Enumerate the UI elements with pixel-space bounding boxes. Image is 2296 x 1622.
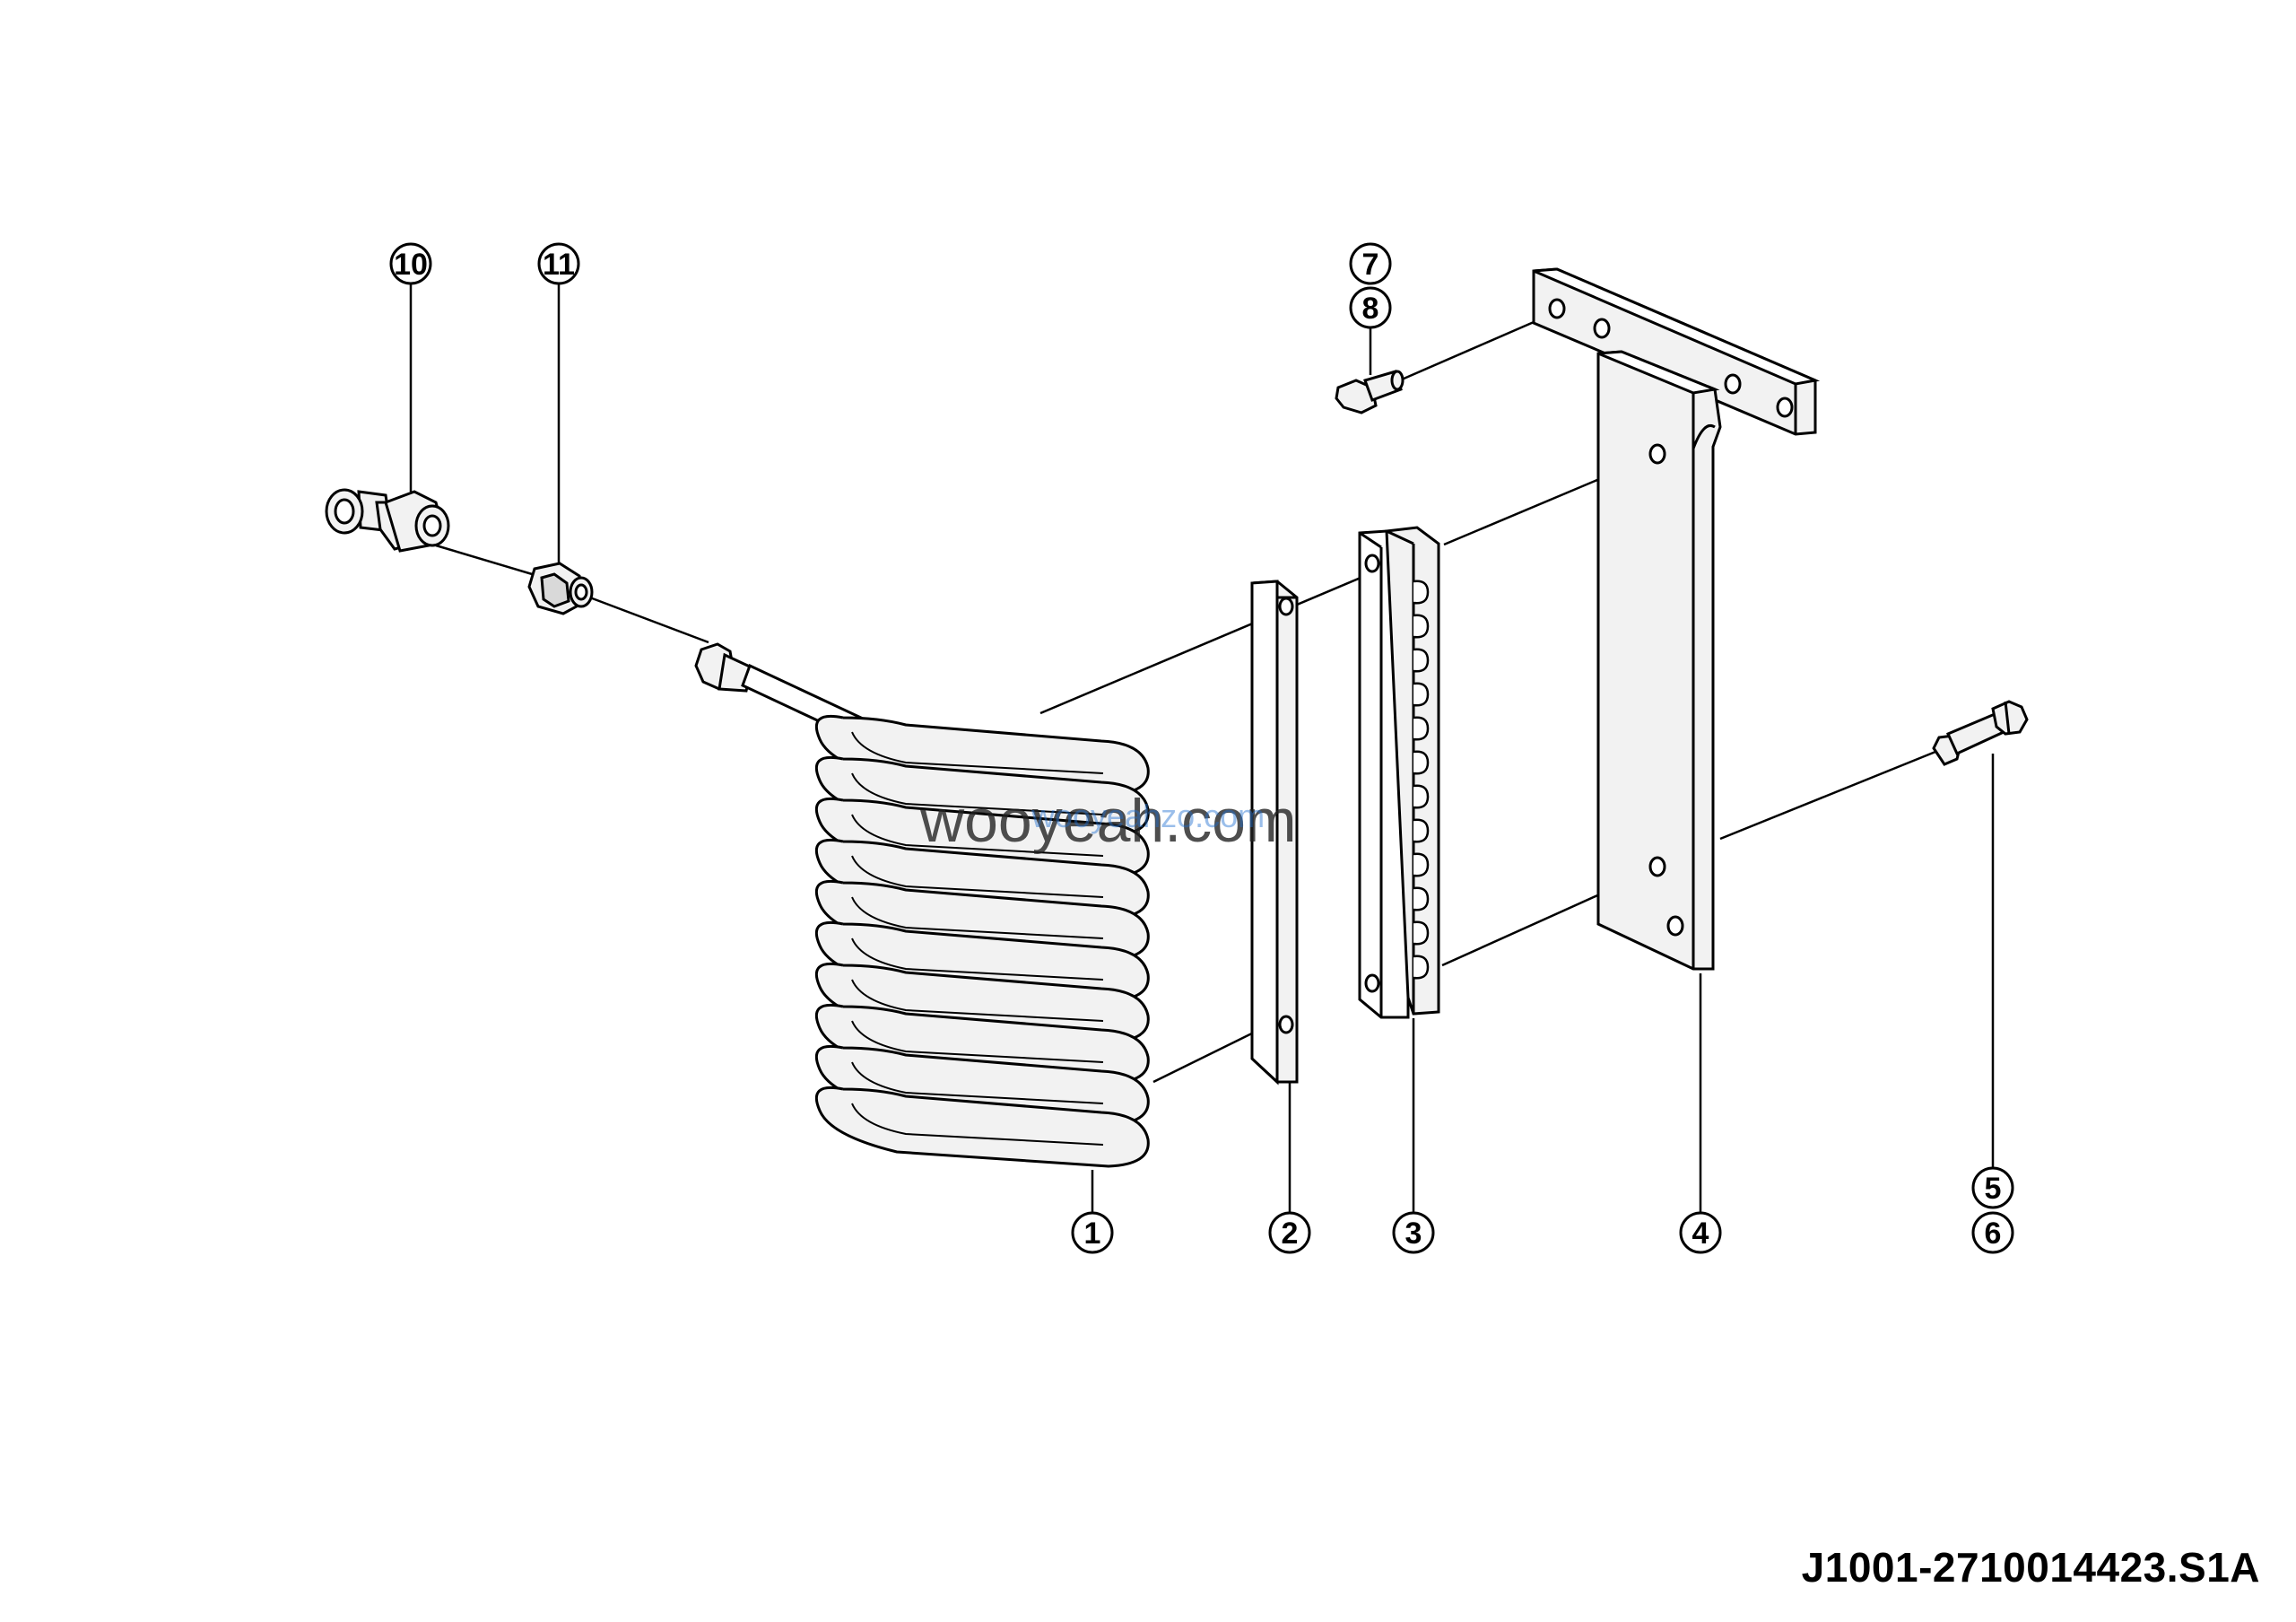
callout-2-label: 2 [1282, 1216, 1299, 1251]
clamp-tooth [1413, 614, 1430, 639]
callout-11-label: 11 [543, 248, 575, 282]
callout-8-label: 8 [1362, 292, 1379, 326]
callout-6: 6 [1971, 1211, 2014, 1254]
long-bolt-part [1932, 700, 2029, 766]
watermark-text-primary: wooyeah.com [919, 787, 1297, 855]
callout-11: 11 [537, 242, 580, 285]
toothed-clamp-plate-part [1358, 526, 1440, 1019]
coil-loop-highlight [851, 731, 1104, 774]
callout-4-label: 4 [1692, 1216, 1709, 1251]
callout-8: 8 [1349, 286, 1392, 329]
coil-loop-highlight [851, 814, 1104, 857]
clamp-tooth [1413, 750, 1430, 775]
coil-loop [814, 1086, 1150, 1168]
callout-5: 5 [1971, 1166, 2014, 1209]
watermark-text-secondary: wooyeahzo.com [1031, 798, 1265, 834]
callout-3-label: 3 [1405, 1216, 1422, 1251]
callout-group: 10 11 7 8 1 2 3 4 [389, 242, 2014, 1254]
watermark: wooyeah.com wooyeahzo.com [919, 787, 1297, 855]
callout-2: 2 [1268, 1211, 1311, 1254]
callout-5-label: 5 [1985, 1172, 2002, 1206]
coil-loop-highlight [851, 1020, 1104, 1063]
clamp-tooth [1413, 818, 1430, 843]
coil-loop-highlight [851, 772, 1104, 815]
coil-loop-highlight [851, 1061, 1104, 1104]
callout-1-label: 1 [1084, 1216, 1101, 1251]
clamp-tooth [1413, 852, 1430, 877]
clamp-tooth [1413, 682, 1430, 707]
callout-1: 1 [1071, 1211, 1114, 1254]
callout-10: 10 [389, 242, 432, 285]
short-bolt-part [1335, 370, 1405, 414]
clamp-plate-part [1250, 580, 1299, 1086]
callout-3: 3 [1392, 1211, 1435, 1254]
callout-10-label: 10 [394, 248, 428, 282]
coil-loop-highlight [851, 1103, 1104, 1146]
drawing-code: J1001-2710014423.S1A [1801, 1544, 2260, 1591]
clamp-tooth [1413, 716, 1430, 741]
callout-4: 4 [1679, 1211, 1722, 1254]
heat-exchanger-coil-part [694, 642, 1150, 1168]
elbow-fitting-part [325, 488, 450, 553]
clamp-tooth [1413, 955, 1430, 980]
clamp-tooth [1413, 648, 1430, 673]
clamp-tooth [1413, 784, 1430, 809]
leader-lines [409, 283, 1995, 1213]
mounting-bracket-part [1532, 267, 1821, 971]
callout-7-label: 7 [1362, 248, 1379, 282]
callout-6-label: 6 [1985, 1216, 2002, 1251]
coil-loop-highlight [851, 855, 1104, 898]
clamp-tooth [1413, 886, 1430, 911]
callout-7: 7 [1349, 242, 1392, 285]
clamp-tooth [1413, 580, 1430, 605]
nut-fitting-part [527, 562, 594, 615]
coil-loop-highlight [851, 896, 1104, 939]
coil-loop-highlight [851, 979, 1104, 1022]
coil-loop-highlight [851, 937, 1104, 981]
clamp-tooth [1413, 920, 1430, 946]
